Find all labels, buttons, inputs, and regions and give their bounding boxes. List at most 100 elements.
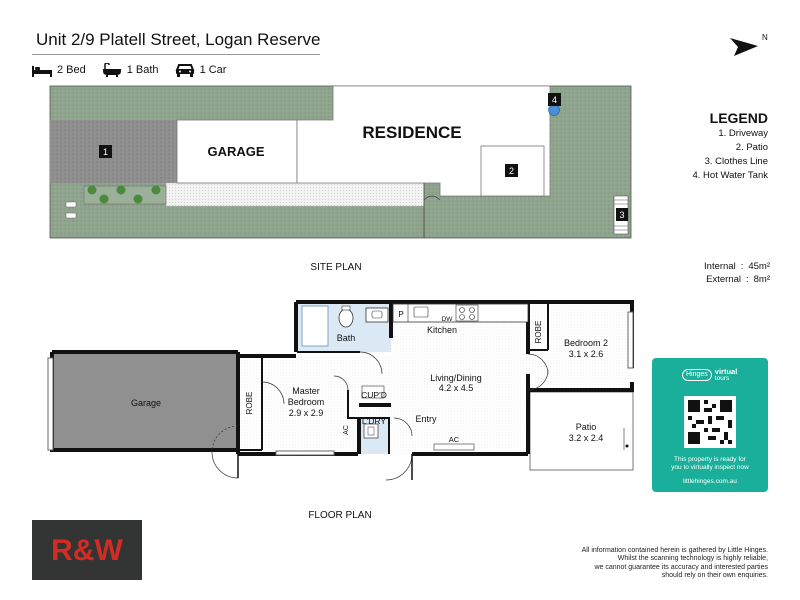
shrub-icon [87, 185, 97, 195]
north-arrow-icon [730, 38, 758, 56]
site-driveway [50, 120, 177, 183]
agency-logo-mark: R&W [51, 534, 123, 567]
svg-text:R&W: R&W [51, 534, 123, 567]
room-kitchen-label: Kitchen [427, 325, 457, 335]
kitchen-bench [392, 303, 529, 323]
legend-item-patio: 2. Patio [735, 142, 768, 153]
room-ac-living-label: AC [449, 435, 460, 444]
area-internal: Internal : 45m² [704, 261, 770, 272]
toilet-icon [338, 308, 354, 328]
site-garage-label: GARAGE [207, 144, 264, 159]
feature-bath-label: 1 Bath [126, 64, 159, 76]
garage-floor [52, 352, 238, 450]
laundry-tub-icon [363, 423, 379, 439]
brand-hinges: Hinges [682, 369, 712, 381]
area-external-label: External [706, 274, 741, 285]
area-internal-label: Internal [704, 261, 736, 272]
qr-code-icon[interactable] [684, 396, 736, 448]
shrub-icon [151, 185, 161, 195]
vanity-basin-icon [365, 307, 389, 323]
room-bath-label: Bath [337, 333, 356, 343]
area-internal-value: 45m² [748, 261, 770, 272]
car-icon [175, 64, 195, 77]
room-bed2-dims: 3.1 x 2.6 [569, 349, 604, 359]
room-ac-master-label: AC [343, 425, 350, 435]
area-summary: Internal : 45m² External : 8m² [670, 260, 770, 286]
room-patio-dims: 3.2 x 2.4 [569, 433, 604, 443]
site-marker-3: 3 [616, 208, 628, 221]
site-hot-water-tank [548, 104, 560, 116]
room-robe-bed2-label: ROBE [534, 321, 543, 344]
virtual-tour-brand: Hinges virtual tours [682, 368, 737, 382]
site-path [165, 182, 425, 207]
legend-item-clothes-line: 3. Clothes Line [704, 156, 768, 167]
site-bin-icon [65, 212, 77, 219]
site-marker-1: 1 [99, 145, 112, 158]
disclaimer-line: we cannot guarantee its accuracy and int… [594, 563, 768, 571]
site-gate-swing [423, 195, 441, 201]
site-plan-title: SITE PLAN [310, 262, 362, 273]
room-bed2-name: Bedroom 2 [564, 338, 608, 348]
floor-internal-walls [238, 302, 549, 454]
room-cupboard-label: CUP'D [361, 390, 387, 400]
compass: N [730, 33, 768, 56]
floor-windows [47, 311, 634, 456]
feature-bed-label: 2 Bed [57, 64, 86, 76]
room-pantry-label: P [398, 310, 403, 319]
site-marker-4: 4 [548, 93, 561, 106]
area-external-value: 8m² [753, 274, 770, 285]
property-address: Unit 2/9 Platell Street, Logan Reserve [36, 30, 321, 49]
floor-doors [211, 351, 549, 481]
disclaimer-line: Whilst the scanning technology is highly… [617, 555, 768, 563]
floor-plan: Garage ROBE Master Bedroom 2.9 x 2.9 Bat… [47, 300, 634, 481]
room-living-dims: 4.2 x 4.5 [439, 383, 474, 393]
kitchen-sink-icon [413, 306, 429, 318]
room-master-name2: Bedroom [288, 397, 325, 407]
living-floor [391, 302, 528, 454]
site-garage [176, 119, 298, 184]
brand-tours: tours [714, 375, 730, 382]
room-robe-master-label: ROBE [245, 392, 254, 415]
shrub-icon [99, 194, 109, 204]
legend-title: LEGEND [709, 110, 768, 126]
disclaimer-line: All information contained herein is gath… [581, 547, 768, 554]
shrub-icon [133, 194, 143, 204]
site-residence-label: RESIDENCE [362, 123, 461, 142]
room-entry-label: Entry [415, 414, 437, 424]
bed-icon [32, 66, 52, 77]
area-external: External : 8m² [706, 274, 770, 285]
virtual-tour-text: This property is ready for you to virtua… [652, 456, 768, 472]
virtual-tour-text-line2: you to virtually inspect now [671, 464, 749, 471]
brand-virtual: virtual [714, 367, 738, 376]
room-master-dims: 2.9 x 2.9 [289, 408, 324, 418]
legend-item-hot-water-tank: 4. Hot Water Tank [692, 170, 768, 181]
disclaimer: All information contained herein is gath… [540, 547, 768, 581]
virtual-tour-card[interactable]: Hinges virtual tours This property is re… [652, 358, 768, 492]
shower-icon [301, 305, 329, 347]
shrub-icon [116, 185, 126, 195]
site-marker-2: 2 [505, 164, 518, 177]
virtual-tour-url[interactable]: littlehinges.com.au [683, 478, 737, 485]
feature-car: 1 Car [175, 63, 226, 77]
svg-text:1: 1 [103, 147, 108, 157]
legend-list: 1. Driveway 2. Patio 3. Clothes Line 4. … [640, 127, 768, 183]
disclaimer-line: should rely on their own enquiries. [661, 572, 768, 580]
cupboard-shelf [361, 385, 385, 399]
room-master-name: Master [292, 386, 320, 396]
bath-icon [102, 63, 121, 77]
svg-text:4: 4 [552, 95, 557, 105]
legend-item-driveway: 1. Driveway [718, 128, 768, 139]
ac-unit-icon [433, 443, 475, 451]
room-patio-name: Patio [576, 422, 597, 432]
svg-text:3: 3 [619, 210, 624, 220]
svg-text:2: 2 [509, 166, 514, 176]
room-living-name: Living/Dining [430, 373, 482, 383]
site-plan: GARAGE RESIDENCE 1 2 3 4 [49, 85, 632, 239]
compass-north-label: N [762, 33, 768, 42]
patio-floor [529, 391, 634, 471]
title-divider [32, 54, 320, 55]
agency-logo: R&W [32, 520, 142, 580]
property-features: 2 Bed 1 Bath 1 Car [32, 60, 242, 80]
bedroom2-floor [528, 302, 630, 390]
room-garage-label: Garage [131, 398, 161, 408]
